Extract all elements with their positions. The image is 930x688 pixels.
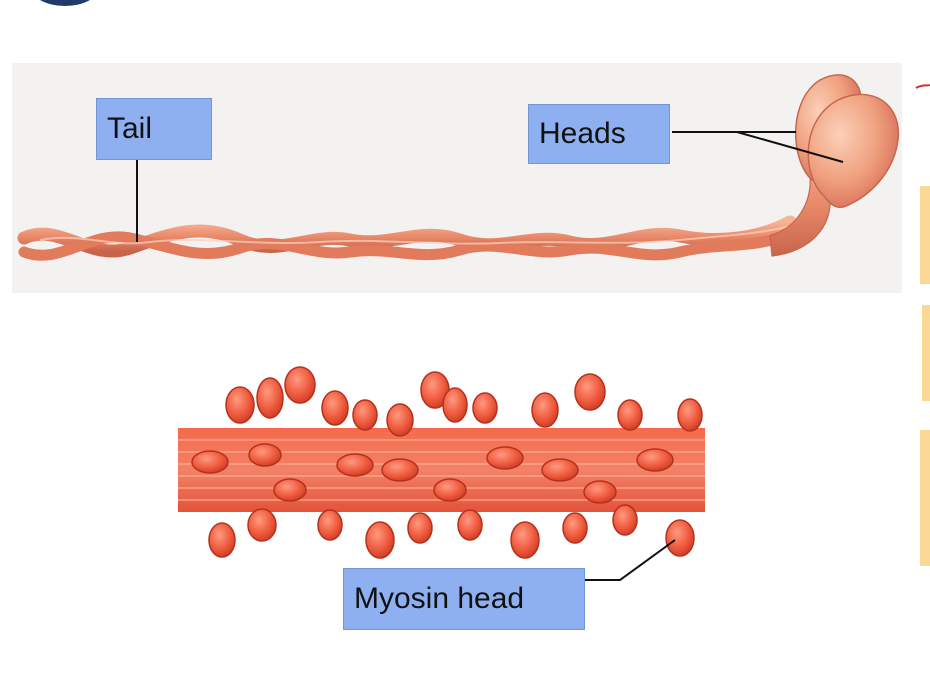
label-myosin-head-text: Myosin head (354, 582, 525, 615)
side-bar-2 (922, 305, 930, 401)
myosin-heads (795, 74, 900, 208)
label-heads-text: Heads (539, 117, 626, 150)
label-myosin-head: Myosin head (343, 568, 585, 630)
filament-myosin-heads (191, 366, 703, 559)
myosin-tail (17, 215, 797, 261)
label-tail-text: Tail (107, 112, 153, 145)
annotation-stroke (915, 84, 930, 89)
label-tail: Tail (96, 98, 212, 160)
myosin-head-leader-line (585, 539, 676, 581)
heads-leader-line-front (736, 131, 844, 163)
side-bar-3 (920, 430, 930, 566)
label-heads: Heads (528, 104, 670, 164)
side-bar-1 (920, 186, 930, 284)
corner-logo-arc (30, 0, 100, 6)
